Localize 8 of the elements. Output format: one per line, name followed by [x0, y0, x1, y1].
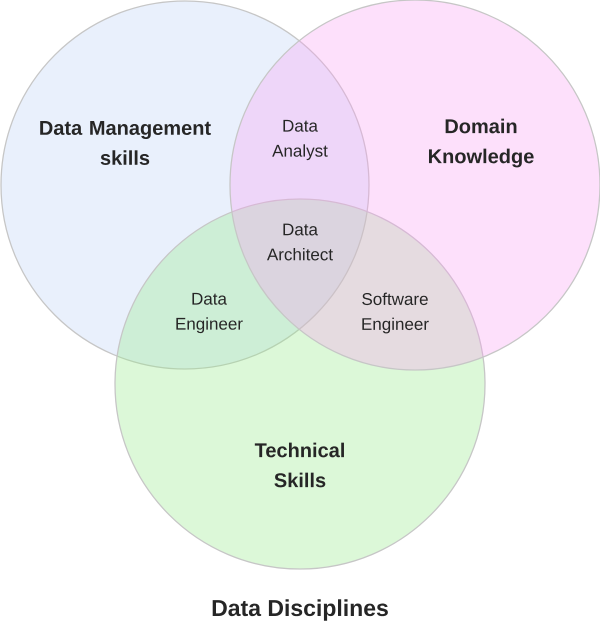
set-label: Data Management skills [40, 121, 211, 165]
overlap-label: Data Architect [266, 224, 333, 260]
diagram-title: Data Disciplines [212, 599, 388, 621]
set-label: Domain Knowledge [429, 118, 534, 168]
overlap-label: Data Analyst [272, 120, 328, 160]
set-label: Technical Skills [254, 442, 344, 488]
overlap-label: Data Engineer [176, 292, 243, 334]
overlap-label: Software Engineer [362, 292, 429, 334]
